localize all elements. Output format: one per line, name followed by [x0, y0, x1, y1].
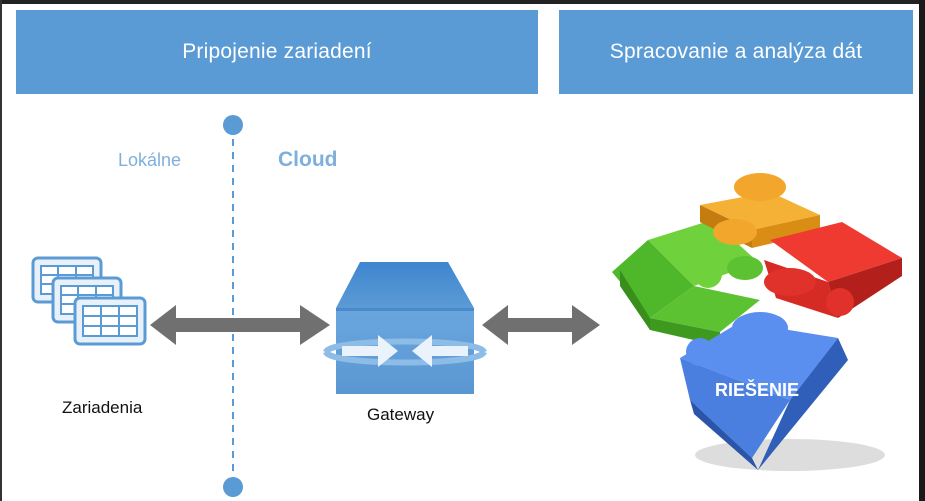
gateway-processing-arrow [482, 305, 600, 345]
frame-right-border [919, 0, 925, 501]
gateway-caption: Gateway [367, 405, 435, 424]
puzzle-piece-yellow [700, 173, 820, 248]
frame-left-border [0, 0, 2, 501]
devices-gateway-arrow [150, 305, 330, 345]
header-processing: Spracovanie a analýza dát [559, 10, 913, 94]
divider-top-dot [223, 115, 243, 135]
puzzle-piece-blue [680, 312, 848, 470]
devices-caption: Zariadenia [62, 398, 143, 417]
puzzle-solution-label: RIEŠENIE [715, 379, 799, 400]
frame-top-border [0, 0, 925, 4]
puzzle-graphic: RIEŠENIE [612, 173, 902, 471]
header-connection: Pripojenie zariadení [16, 10, 538, 94]
zone-cloud-label: Cloud [278, 148, 338, 171]
puzzle-piece-red [764, 222, 902, 318]
zone-local-label: Lokálne [118, 150, 182, 170]
local-cloud-divider [223, 115, 243, 497]
gateway-icon [323, 262, 487, 394]
divider-bottom-dot [223, 477, 243, 497]
devices-icon [31, 256, 147, 346]
